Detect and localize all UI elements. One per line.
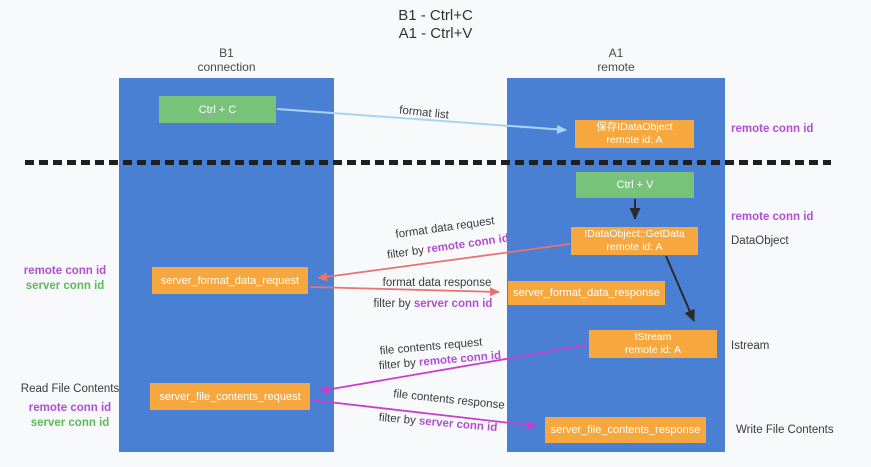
- server-conn-id-highlight: server conn id: [418, 415, 498, 435]
- filter-by-text: filter by: [386, 243, 428, 262]
- filter-by-text: filter by: [378, 356, 420, 373]
- right-label-write-file-contents: Write File Contents: [736, 424, 834, 436]
- diagram-title: B1 - Ctrl+C A1 - Ctrl+V: [0, 7, 871, 43]
- node-istream: IStream remote id: A: [589, 330, 717, 358]
- right-label-remote-conn-id-mid: remote conn id: [731, 211, 814, 223]
- node-istream-line1: IStream: [634, 331, 672, 343]
- filter-by-text: filter by: [378, 411, 420, 428]
- node-server-file-contents-response: server_file_contents_response: [545, 417, 706, 443]
- edge-label-file-contents-response: file contents response: [392, 388, 506, 412]
- section-separator-dashed-line: [25, 160, 831, 165]
- node-save-idataobject: 保存IDataObject remote id: A: [575, 120, 694, 148]
- remote-conn-id-highlight: remote conn id: [426, 232, 510, 256]
- column-a1-subtitle: remote: [597, 60, 635, 74]
- node-ctrl-c-label: Ctrl + C: [198, 103, 237, 116]
- right-label-istream: Istream: [731, 340, 770, 352]
- node-server-format-data-request: server_format_data_request: [152, 267, 308, 294]
- left-label-group-format: remote conn id server conn id: [15, 264, 115, 294]
- left-label-server-conn-id-2: server conn id: [30, 417, 110, 429]
- edge-label-format-list: format list: [398, 104, 450, 122]
- left-label-read-file-contents: Read File Contents: [20, 383, 120, 395]
- column-b1-subtitle: connection: [197, 60, 256, 74]
- node-save-idataobject-line2: remote id: A: [606, 134, 663, 146]
- node-server-file-contents-request: server_file_contents_request: [150, 383, 310, 410]
- left-label-server-conn-id-1: server conn id: [25, 280, 105, 292]
- title-line-2: A1 - Ctrl+V: [398, 25, 473, 42]
- right-label-dataobject: DataObject: [731, 235, 789, 247]
- node-istream-line2: remote id: A: [624, 344, 682, 356]
- node-ctrl-v-label: Ctrl + V: [616, 179, 654, 191]
- server-conn-id-highlight: server conn id: [413, 298, 493, 310]
- right-label-remote-conn-id-top: remote conn id: [731, 123, 814, 135]
- left-label-remote-conn-id-1: remote conn id: [23, 265, 107, 277]
- node-file-response-label: server_file_contents_response: [550, 424, 701, 436]
- left-label-remote-conn-id-2: remote conn id: [28, 402, 112, 414]
- node-ctrl-c: Ctrl + C: [159, 96, 276, 123]
- node-getdata-line2: remote id: A: [606, 241, 663, 253]
- edge-label-format-response-filter: filter by server conn id: [374, 298, 493, 310]
- node-format-response-label: server_format_data_response: [513, 287, 660, 299]
- node-idataobject-getdata: IDataObject::GetData remote id: A: [571, 227, 698, 255]
- column-header-a1: A1 remote: [507, 46, 725, 74]
- column-a1-name: A1: [608, 46, 624, 60]
- column-header-b1: B1 connection: [119, 46, 334, 74]
- filter-by-text: filter by: [373, 298, 414, 310]
- column-b1-name: B1: [219, 46, 234, 60]
- edge-label-file-response-filter: filter by server conn id: [378, 412, 497, 434]
- node-file-request-label: server_file_contents_request: [159, 390, 301, 403]
- title-line-1: B1 - Ctrl+C: [398, 7, 473, 24]
- node-ctrl-v: Ctrl + V: [576, 172, 694, 198]
- edge-label-format-data-response: format data response: [382, 277, 492, 289]
- node-format-request-label: server_format_data_request: [160, 274, 300, 287]
- left-label-group-file: Read File Contents remote conn id server…: [15, 382, 125, 431]
- node-getdata-line1: IDataObject::GetData: [584, 228, 685, 240]
- node-server-format-data-response: server_format_data_response: [508, 281, 665, 305]
- node-save-idataobject-line1: 保存IDataObject: [596, 121, 673, 133]
